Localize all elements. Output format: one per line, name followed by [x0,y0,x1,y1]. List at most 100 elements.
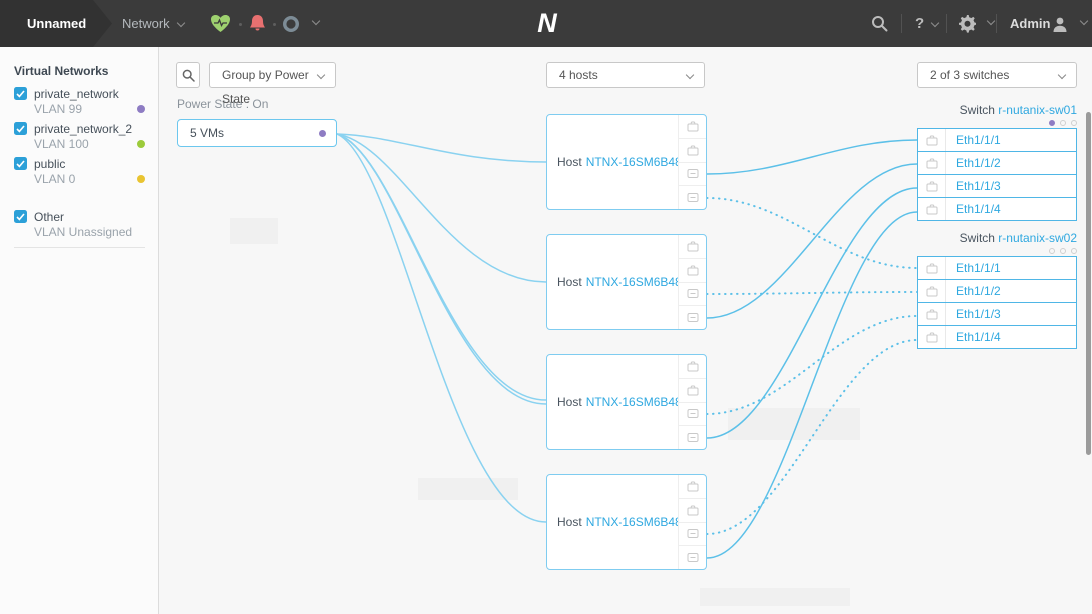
port-icon [918,175,946,197]
user-icon[interactable] [1051,0,1069,47]
nic-icon[interactable] [679,546,706,569]
gear-icon[interactable] [958,0,976,47]
uplink-icon[interactable] [679,475,706,499]
network-checkbox[interactable] [14,210,27,223]
nic-icon[interactable] [679,283,706,307]
chevron-down-icon[interactable] [986,16,996,26]
port-icon [918,129,946,151]
vlan-dot [1049,248,1055,254]
search-button[interactable] [176,62,200,88]
network-item[interactable]: private_network VLAN 99 [14,86,145,118]
uplink-icon[interactable] [679,139,706,163]
cluster-name: Unnamed [27,16,87,31]
switch-port[interactable]: Eth1/1/4 [917,197,1077,221]
divider [901,14,902,33]
network-checkbox[interactable] [14,157,27,170]
chevron-down-icon[interactable] [311,16,321,26]
hosts-filter-dropdown[interactable]: 4 hosts [546,62,705,88]
vlan-dot [1060,248,1066,254]
uplink-icon[interactable] [679,235,706,259]
vertical-scrollbar-thumb[interactable] [1086,112,1091,455]
vlan-color-dot [319,130,326,137]
chevron-down-icon [930,18,940,27]
chevron-down-icon [176,18,185,28]
dot-separator [239,23,242,26]
host-nic-column [678,115,706,209]
vlan-dot [1071,120,1077,126]
uplink-icon[interactable] [679,355,706,379]
search-icon [182,69,195,82]
top-header-bar: Unnamed Network N [0,0,1092,47]
vlan-color-dot [137,105,145,113]
health-heart-icon[interactable] [210,0,231,47]
port-icon [918,152,946,174]
alerts-bell-icon[interactable] [249,0,266,47]
switch-port[interactable]: Eth1/1/1 [917,128,1077,152]
uplink-icon[interactable] [679,259,706,283]
uplink-icon[interactable] [679,379,706,403]
switch-port[interactable]: Eth1/1/4 [917,325,1077,349]
connection-lines [336,133,918,559]
switch-label[interactable]: Switch r-nutanix-sw01 [960,103,1077,126]
port-icon [918,257,946,279]
cluster-name-breadcrumb[interactable]: Unnamed [0,0,112,47]
dot-separator [273,23,276,26]
port-icon [918,280,946,302]
network-visualization-canvas: Group by Power State 4 hosts 2 of 3 swit… [159,47,1092,614]
sidebar-title: Virtual Networks [14,64,109,78]
search-icon[interactable] [871,0,888,47]
switch-port[interactable]: Eth1/1/3 [917,174,1077,198]
power-state-group-label: Power State : On [177,97,269,111]
nutanix-logo: N [537,8,556,38]
switch-vlan-dots [960,120,1077,126]
switch-port[interactable]: Eth1/1/3 [917,302,1077,326]
tasks-ring-icon[interactable] [282,0,300,47]
uplink-icon[interactable] [679,115,706,139]
divider [946,14,947,33]
network-item[interactable]: public VLAN 0 [14,156,145,188]
network-item[interactable]: private_network_2 VLAN 100 [14,121,145,153]
nic-icon[interactable] [679,403,706,427]
host-nic-column [678,475,706,569]
divider [14,247,145,248]
help-menu[interactable]: ? [915,0,940,47]
nic-icon[interactable] [679,186,706,209]
nic-icon[interactable] [679,306,706,329]
nic-icon[interactable] [679,523,706,547]
chevron-down-icon[interactable] [1079,16,1089,26]
host-nic-column [678,235,706,329]
network-item[interactable]: Other VLAN Unassigned [14,209,145,241]
nav-menu-network[interactable]: Network [122,0,185,47]
vlan-color-dot [137,175,145,183]
vm-group-node[interactable]: 5 VMs [177,119,337,147]
uplink-icon[interactable] [679,499,706,523]
background-patch [700,588,850,606]
switch-port[interactable]: Eth1/1/2 [917,279,1077,303]
switch-vlan-dots [960,248,1077,254]
group-by-dropdown[interactable]: Group by Power State [209,62,336,106]
vlan-color-dot [137,140,145,148]
network-checkbox[interactable] [14,122,27,135]
admin-menu[interactable]: Admin [1010,16,1051,31]
switch-label[interactable]: Switch r-nutanix-sw02 [960,231,1077,254]
nic-icon[interactable] [679,426,706,449]
vlan-dot [1071,248,1077,254]
switches-filter-dropdown[interactable]: 2 of 3 switches [917,62,1077,88]
chevron-down-icon [316,70,326,80]
nic-icon[interactable] [679,163,706,187]
switch-port[interactable]: Eth1/1/2 [917,151,1077,175]
port-icon [918,303,946,325]
port-icon [918,326,946,348]
chevron-down-icon [685,70,695,80]
network-checkbox[interactable] [14,87,27,100]
switch-port[interactable]: Eth1/1/1 [917,256,1077,280]
